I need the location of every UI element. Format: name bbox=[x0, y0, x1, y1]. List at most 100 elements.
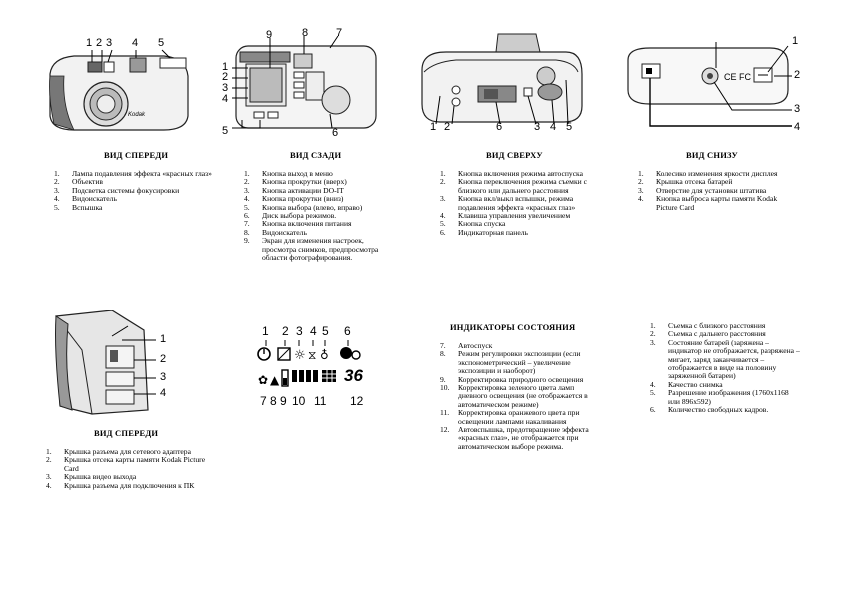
front-view-figure: 1 2 3 4 5 Kodak bbox=[44, 36, 194, 136]
lcd-callout-4: 4 bbox=[310, 324, 317, 338]
indicators-list: 7.Автоспуск 8.Режим регулировки экспозиц… bbox=[440, 341, 590, 451]
lcd-callout-5: 5 bbox=[322, 324, 329, 338]
list-item: 3.Отверстие для установки штатива bbox=[638, 185, 767, 195]
back-callout-5: 5 bbox=[222, 125, 229, 137]
list-item: 3.Состояние батарей (заряжена – индикато… bbox=[650, 337, 800, 381]
top-callout-3: 3 bbox=[534, 121, 541, 133]
list-item: 8.Видоискатель bbox=[244, 227, 307, 237]
list-item: 3.Кнопка активации DO-IT bbox=[244, 185, 344, 195]
list-item: 7.Автоспуск bbox=[440, 341, 493, 350]
list-item: 5.Кнопка спуска bbox=[440, 219, 506, 229]
list-item: 1.Колесико изменения яркости дисплея bbox=[638, 169, 778, 178]
camera-top-illustration bbox=[421, 33, 583, 125]
side-callout-1: 1 bbox=[160, 333, 167, 345]
lcd-callout-2: 2 bbox=[282, 324, 289, 338]
list-item: 4.Крышка разъема для подключения к ПК bbox=[46, 480, 195, 490]
list-item: 3.Подсветка системы фокусировки bbox=[54, 185, 180, 195]
list-item: 2.Крышка отсека карты памяти Kodak Pictu… bbox=[46, 455, 206, 473]
list-item: 2.Крышка отсека батарей bbox=[638, 177, 733, 187]
list-item: 2.Объектив bbox=[54, 177, 104, 187]
back-callout-9: 9 bbox=[266, 29, 273, 41]
list-item: 4.Видоискатель bbox=[54, 194, 117, 204]
list-item: 9.Экран для изменения настроек, просмотр… bbox=[244, 236, 379, 263]
top-callout-6: 6 bbox=[496, 121, 503, 133]
side-heading: ВИД СПЕРЕДИ bbox=[94, 428, 159, 438]
list-item: 7.Кнопка включения питания bbox=[244, 219, 352, 229]
list-item: 11.Корректировка оранжевого цвета при ос… bbox=[440, 408, 580, 426]
bottom-heading: ВИД СНИЗУ bbox=[686, 150, 738, 160]
back-callout-7: 7 bbox=[336, 27, 343, 39]
svg-text:CE FC: CE FC bbox=[724, 72, 752, 82]
lcd-callout-12: 12 bbox=[350, 394, 364, 408]
back-callout-1: 1 bbox=[222, 61, 229, 73]
list-item: 5.Кнопка выбора (влево, вправо) bbox=[244, 202, 363, 212]
camera-bottom-illustration: CE FC bbox=[627, 42, 792, 127]
lcd-callout-3: 3 bbox=[296, 324, 303, 338]
svg-text:⧖: ⧖ bbox=[308, 348, 316, 362]
list-item: 9.Корректировка природного освещения bbox=[440, 374, 584, 384]
list-item: 2.Кнопка переключения режима съемки с бл… bbox=[440, 177, 588, 195]
list-item: 3.Крышка видео выхода bbox=[46, 472, 137, 482]
list-item: 6.Количество свободных кадров. bbox=[650, 405, 769, 415]
list-item: 1.Кнопка выход в меню bbox=[244, 169, 333, 178]
lcd-callout-7: 7 bbox=[260, 394, 267, 408]
front-heading: ВИД СПЕРЕДИ bbox=[104, 150, 169, 160]
list-item: 6.Диск выбора режимов. bbox=[244, 211, 337, 221]
front-callout-2: 2 bbox=[96, 37, 103, 49]
back-callout-4: 4 bbox=[222, 93, 229, 105]
lcd-callout-11: 11 bbox=[314, 394, 327, 408]
bottom-view-figure: CE FC 1 2 3 4 bbox=[620, 34, 806, 138]
indicators-heading: ИНДИКАТОРЫ СОСТОЯНИЯ bbox=[450, 322, 576, 332]
front-list: 1.Лампа подавления эффекта «красных глаз… bbox=[54, 169, 224, 212]
front-brand-logo: Kodak bbox=[128, 112, 146, 118]
list-item: 1.Лампа подавления эффекта «красных глаз… bbox=[54, 169, 212, 178]
back-heading: ВИД СЗАДИ bbox=[290, 150, 342, 160]
lcd-callout-10: 10 bbox=[292, 394, 306, 408]
back-callout-6: 6 bbox=[332, 127, 339, 139]
list-item: 2.Съемка с дальнего расстояния bbox=[650, 329, 766, 339]
list-item: 5.Вспышка bbox=[54, 202, 103, 212]
bottom-callout-1: 1 bbox=[792, 35, 799, 47]
side-view-figure: 1 2 3 4 bbox=[52, 309, 182, 416]
back-view-figure: 1 2 3 4 5 6 7 8 9 bbox=[220, 28, 390, 140]
list-item: 1.Кнопка включения режима автоспуска bbox=[440, 169, 584, 178]
top-list: 1.Кнопка включения режима автоспуска 2.К… bbox=[440, 169, 590, 237]
front-callout-3: 3 bbox=[106, 37, 113, 49]
lcd-callout-1: 1 bbox=[262, 324, 269, 338]
bottom-callout-2: 2 bbox=[794, 69, 801, 81]
lcd-panel-figure: 1 2 3 4 5 6 ☼ ⧖ ♁ ✿ ▲ 36 7 8 9 10 11 bbox=[252, 322, 374, 410]
top-callout-5: 5 bbox=[566, 121, 573, 133]
list-item: 6.Индикаторная панель bbox=[440, 227, 528, 237]
svg-text:✿: ✿ bbox=[258, 373, 268, 387]
bottom-callout-3: 3 bbox=[794, 103, 801, 115]
top-heading: ВИД СВЕРХУ bbox=[486, 150, 543, 160]
camera-front-illustration bbox=[49, 49, 189, 131]
back-callout-2: 2 bbox=[222, 71, 229, 83]
top-view-figure: 1 2 6 3 4 5 bbox=[416, 30, 588, 142]
list-item: 2.Кнопка прокрутки (вверх) bbox=[244, 177, 347, 187]
list-item: 4.Кнопка выброса карты памяти Kodak Pict… bbox=[638, 194, 778, 212]
lcd-callout-8: 8 bbox=[270, 394, 277, 408]
lcd-icons-illustration: ☼ ⧖ ♁ ✿ ▲ bbox=[257, 340, 361, 387]
svg-text:▲: ▲ bbox=[270, 373, 280, 387]
side-callout-2: 2 bbox=[160, 353, 167, 365]
side-callout-4: 4 bbox=[160, 387, 167, 399]
list-item: 12.Автовспышка, предотвращение эффекта «… bbox=[440, 425, 589, 451]
camera-side-illustration bbox=[55, 309, 156, 415]
bottom-list: 1.Колесико изменения яркости дисплея 2.К… bbox=[638, 169, 784, 212]
front-callout-1: 1 bbox=[86, 37, 93, 49]
top-callout-2: 2 bbox=[444, 121, 451, 133]
back-callout-8: 8 bbox=[302, 27, 309, 39]
back-callout-3: 3 bbox=[222, 82, 229, 94]
list-item: 4.Кнопка прокрутки (вниз) bbox=[244, 194, 344, 204]
list-item: 8.Режим регулировки экспозиции (если экс… bbox=[440, 349, 581, 376]
indicators-list-right: 1.Съемка с близкого расстояния 2.Съемка … bbox=[650, 321, 800, 415]
front-callout-4: 4 bbox=[132, 37, 139, 49]
list-item: 4.Клавиша управления увеличением bbox=[440, 211, 571, 221]
list-item: 1.Крышка разъема для сетевого адаптера bbox=[46, 447, 191, 456]
list-item: 10.Корректировка зеленого цвета ламп дне… bbox=[440, 383, 588, 409]
top-callout-1: 1 bbox=[430, 121, 437, 133]
svg-text:☼: ☼ bbox=[294, 348, 306, 363]
front-callout-5: 5 bbox=[158, 37, 165, 49]
lcd-callout-6: 6 bbox=[344, 324, 351, 338]
